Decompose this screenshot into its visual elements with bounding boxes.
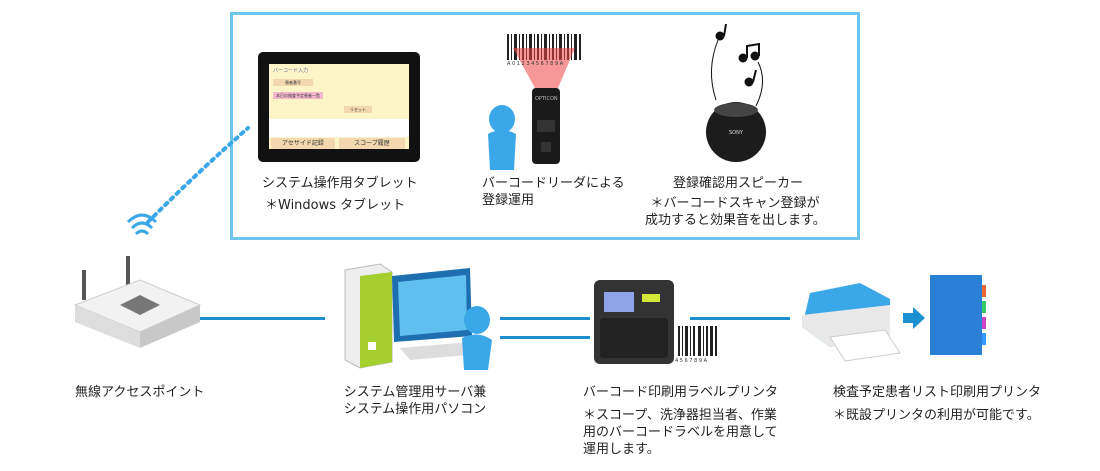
screen-reset-button: リセット bbox=[344, 106, 372, 113]
screen-list-button: 本日の検査予定患者一覧 bbox=[273, 92, 323, 99]
tablet-note: ＊Windows タブレット bbox=[265, 198, 406, 213]
server-pc-label-line2: システム操作用パソコン bbox=[343, 402, 487, 417]
reader-label-line2: 登録運用 bbox=[482, 193, 535, 208]
screen-bottom-right-button: スコープ履歴 bbox=[339, 138, 405, 149]
speaker-brand-logo: SONY bbox=[729, 130, 743, 136]
reader-label-line1: バーコードリーダによる bbox=[482, 176, 625, 191]
desktop-pc-icon bbox=[344, 263, 492, 370]
speaker-icon bbox=[706, 23, 766, 162]
connector-pc-labelprinter-2 bbox=[500, 336, 590, 339]
label-printer-label: バーコード印刷用ラベルプリンタ bbox=[583, 385, 779, 400]
barcode-reader-icon bbox=[488, 34, 581, 170]
tablet-area-frame bbox=[230, 12, 860, 240]
printer-icon bbox=[802, 275, 986, 362]
document-binder-icon bbox=[930, 275, 986, 355]
connector-router-pc bbox=[200, 317, 325, 320]
music-notes-icon bbox=[711, 23, 763, 107]
label-barcode-text: 4 5 6 7 8 9 A bbox=[675, 358, 708, 364]
speaker-note-line1: ＊バーコードスキャン登録が bbox=[650, 196, 820, 211]
tablet-label: システム操作用タブレット bbox=[262, 176, 418, 191]
arrow-icon bbox=[903, 307, 925, 329]
screen-bottom-left-button: アセサイド記録 bbox=[271, 138, 335, 149]
list-printer-note: ＊既設プリンタの利用が可能です。 bbox=[833, 408, 1040, 423]
screen-barcode-label: バーコード入力 bbox=[273, 68, 309, 74]
label-printer-note-line2: 用のバーコードラベルを用意して bbox=[583, 425, 778, 440]
list-printer-label: 検査予定患者リスト印刷用プリンタ bbox=[833, 385, 1042, 400]
label-printer-note-line1: ＊スコープ、洗浄器担当者、作業 bbox=[583, 408, 777, 423]
tablet-screen: バーコード入力 患者番号 本日の検査予定患者一覧 リセット アセサイド記録 スコ… bbox=[269, 64, 409, 149]
server-pc-label-line1: システム管理用サーバ兼 bbox=[343, 385, 487, 400]
access-point-label: 無線アクセスポイント bbox=[75, 385, 205, 400]
speaker-note-line2: 成功すると効果音を出します。 bbox=[645, 213, 826, 228]
tablet-icon: バーコード入力 患者番号 本日の検査予定患者一覧 リセット アセサイド記録 スコ… bbox=[258, 52, 420, 162]
connector-labelprinter-printer bbox=[690, 317, 790, 320]
label-printer-note-line3: 運用します。 bbox=[583, 442, 660, 457]
wireless-router-icon bbox=[73, 213, 202, 348]
screen-patient-button: 患者番号 bbox=[273, 79, 313, 86]
reader-brand-logo: OPTICON bbox=[535, 96, 558, 102]
connector-pc-labelprinter-1 bbox=[500, 317, 590, 320]
label-printer-icon bbox=[594, 280, 717, 364]
speaker-label: 登録確認用スピーカー bbox=[673, 176, 804, 191]
reader-barcode-text: A 0 1 2 3 4 5 6 7 8 9 A bbox=[507, 61, 564, 67]
